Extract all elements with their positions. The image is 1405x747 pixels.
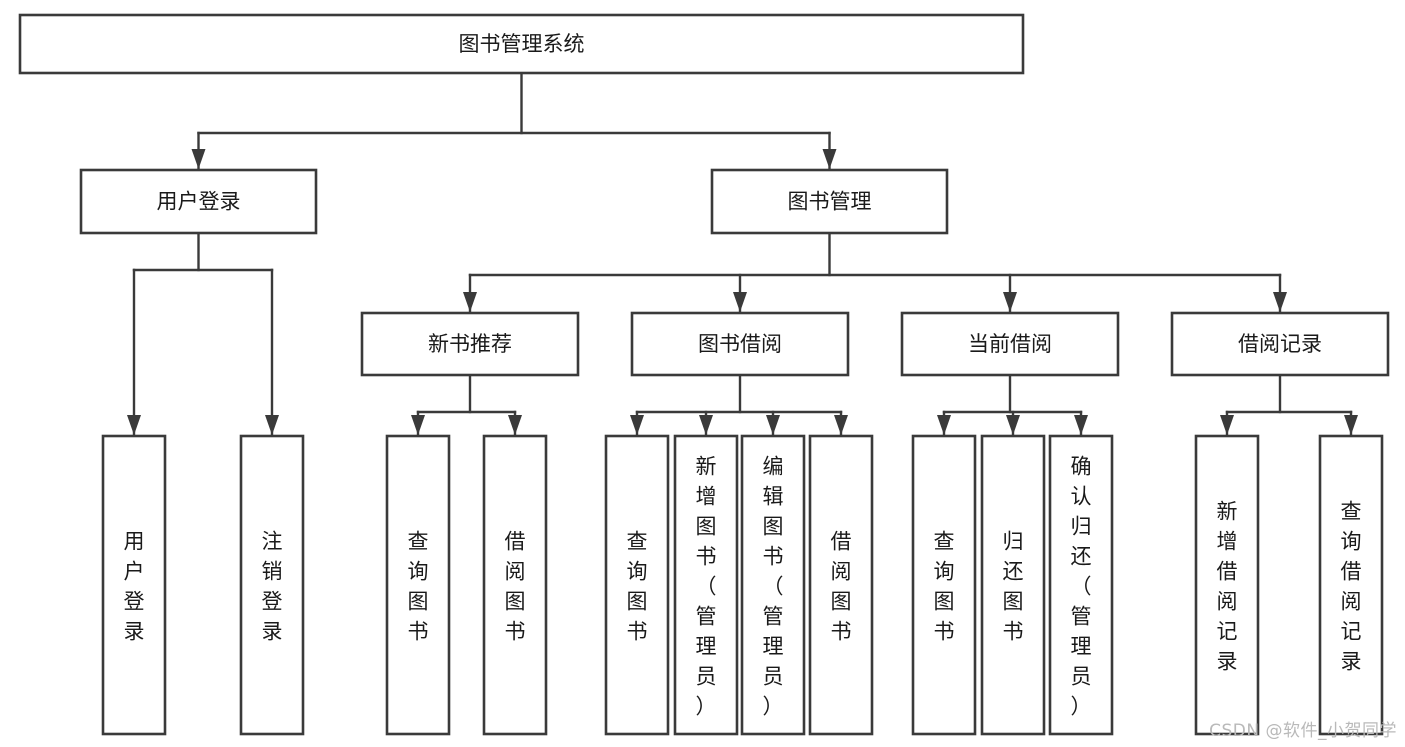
node-label: 查询图书	[934, 529, 955, 643]
node-box	[18, 13, 1025, 75]
node-add-borrow-record[interactable]: 新增借阅记录	[1194, 434, 1260, 736]
node-box	[1194, 434, 1260, 736]
node-book-manage[interactable]: 图书管理	[710, 168, 949, 235]
node-label: 图书管理	[788, 190, 872, 214]
node-box	[1048, 434, 1114, 736]
arrow-head-icon	[1273, 292, 1287, 312]
node-query-book-1[interactable]: 查询图书	[385, 434, 451, 736]
node-return-book[interactable]: 归还图书	[980, 434, 1046, 736]
node-label: 新增借阅记录	[1217, 499, 1238, 673]
node-query-book-3[interactable]: 查询图书	[911, 434, 977, 736]
arrow-head-icon	[1074, 415, 1088, 435]
node-box	[79, 168, 318, 235]
node-box	[808, 434, 874, 736]
node-root[interactable]: 图书管理系统	[18, 13, 1025, 75]
node-box	[710, 168, 949, 235]
node-label: 归还图书	[1003, 529, 1024, 643]
arrow-head-icon	[1220, 415, 1234, 435]
node-add-book[interactable]: 新增图书（管理员）	[673, 434, 739, 736]
node-label: 查询借阅记录	[1341, 499, 1362, 673]
node-user-login[interactable]: 用户登录	[79, 168, 318, 235]
node-box	[385, 434, 451, 736]
node-box	[1318, 434, 1384, 736]
arrow-head-icon	[822, 149, 837, 169]
node-box	[604, 434, 670, 736]
arrow-head-icon	[463, 292, 477, 312]
node-label: 用户登录	[157, 190, 241, 214]
connector-layer	[127, 71, 1358, 437]
node-box	[482, 434, 548, 736]
arrow-head-icon	[937, 415, 951, 435]
arrow-head-icon	[1003, 292, 1017, 312]
node-label: 查询图书	[627, 529, 648, 643]
node-borrow-book-1[interactable]: 借阅图书	[482, 434, 548, 736]
arrow-head-icon	[1344, 415, 1358, 435]
node-box	[1170, 311, 1390, 377]
node-box	[630, 311, 850, 377]
node-label: 图书管理系统	[459, 32, 585, 56]
node-logout[interactable]: 注销登录	[239, 434, 305, 736]
node-label: 图书借阅	[698, 332, 782, 356]
arrow-head-icon	[699, 415, 713, 435]
node-box	[101, 434, 167, 736]
arrow-head-icon	[766, 415, 780, 435]
node-box	[360, 311, 580, 377]
arrow-head-icon	[733, 292, 747, 312]
node-label: 新书推荐	[428, 332, 512, 356]
node-query-borrow-record[interactable]: 查询借阅记录	[1318, 434, 1384, 736]
node-label: 用户登录	[124, 529, 145, 643]
node-label: 确认归还（管理员）	[1071, 454, 1092, 718]
node-book-borrow[interactable]: 图书借阅	[630, 311, 850, 377]
arrow-head-icon	[127, 415, 141, 435]
node-label: 借阅图书	[831, 529, 852, 643]
node-label: 查询图书	[408, 529, 429, 643]
node-label: 注销登录	[262, 529, 283, 643]
node-edit-book[interactable]: 编辑图书（管理员）	[740, 434, 806, 736]
arrow-head-icon	[191, 149, 206, 169]
node-label: 借阅记录	[1238, 332, 1322, 356]
node-layer: 图书管理系统用户登录用户登录注销登录图书管理新书推荐查询图书借阅图书图书借阅查询…	[18, 13, 1390, 736]
node-label: 借阅图书	[505, 529, 526, 643]
node-current-borrow[interactable]: 当前借阅	[900, 311, 1120, 377]
node-query-book-2[interactable]: 查询图书	[604, 434, 670, 736]
node-box	[673, 434, 739, 736]
arrow-head-icon	[265, 415, 279, 435]
node-box	[980, 434, 1046, 736]
arrow-head-icon	[411, 415, 425, 435]
node-box	[740, 434, 806, 736]
node-box	[900, 311, 1120, 377]
node-label: 当前借阅	[968, 332, 1052, 356]
arrow-head-icon	[508, 415, 522, 435]
node-confirm-return[interactable]: 确认归还（管理员）	[1048, 434, 1114, 736]
node-box	[911, 434, 977, 736]
node-new-book-recommend[interactable]: 新书推荐	[360, 311, 580, 377]
node-borrow-book-2[interactable]: 借阅图书	[808, 434, 874, 736]
arrow-head-icon	[630, 415, 644, 435]
node-login[interactable]: 用户登录	[101, 434, 167, 736]
watermark-label: CSDN @软件_小贺同学	[1209, 721, 1397, 741]
arrow-head-icon	[834, 415, 848, 435]
node-label: 编辑图书（管理员）	[763, 454, 784, 718]
node-box	[239, 434, 305, 736]
arrow-head-icon	[1006, 415, 1020, 435]
node-label: 新增图书（管理员）	[696, 454, 717, 718]
node-borrow-record[interactable]: 借阅记录	[1170, 311, 1390, 377]
